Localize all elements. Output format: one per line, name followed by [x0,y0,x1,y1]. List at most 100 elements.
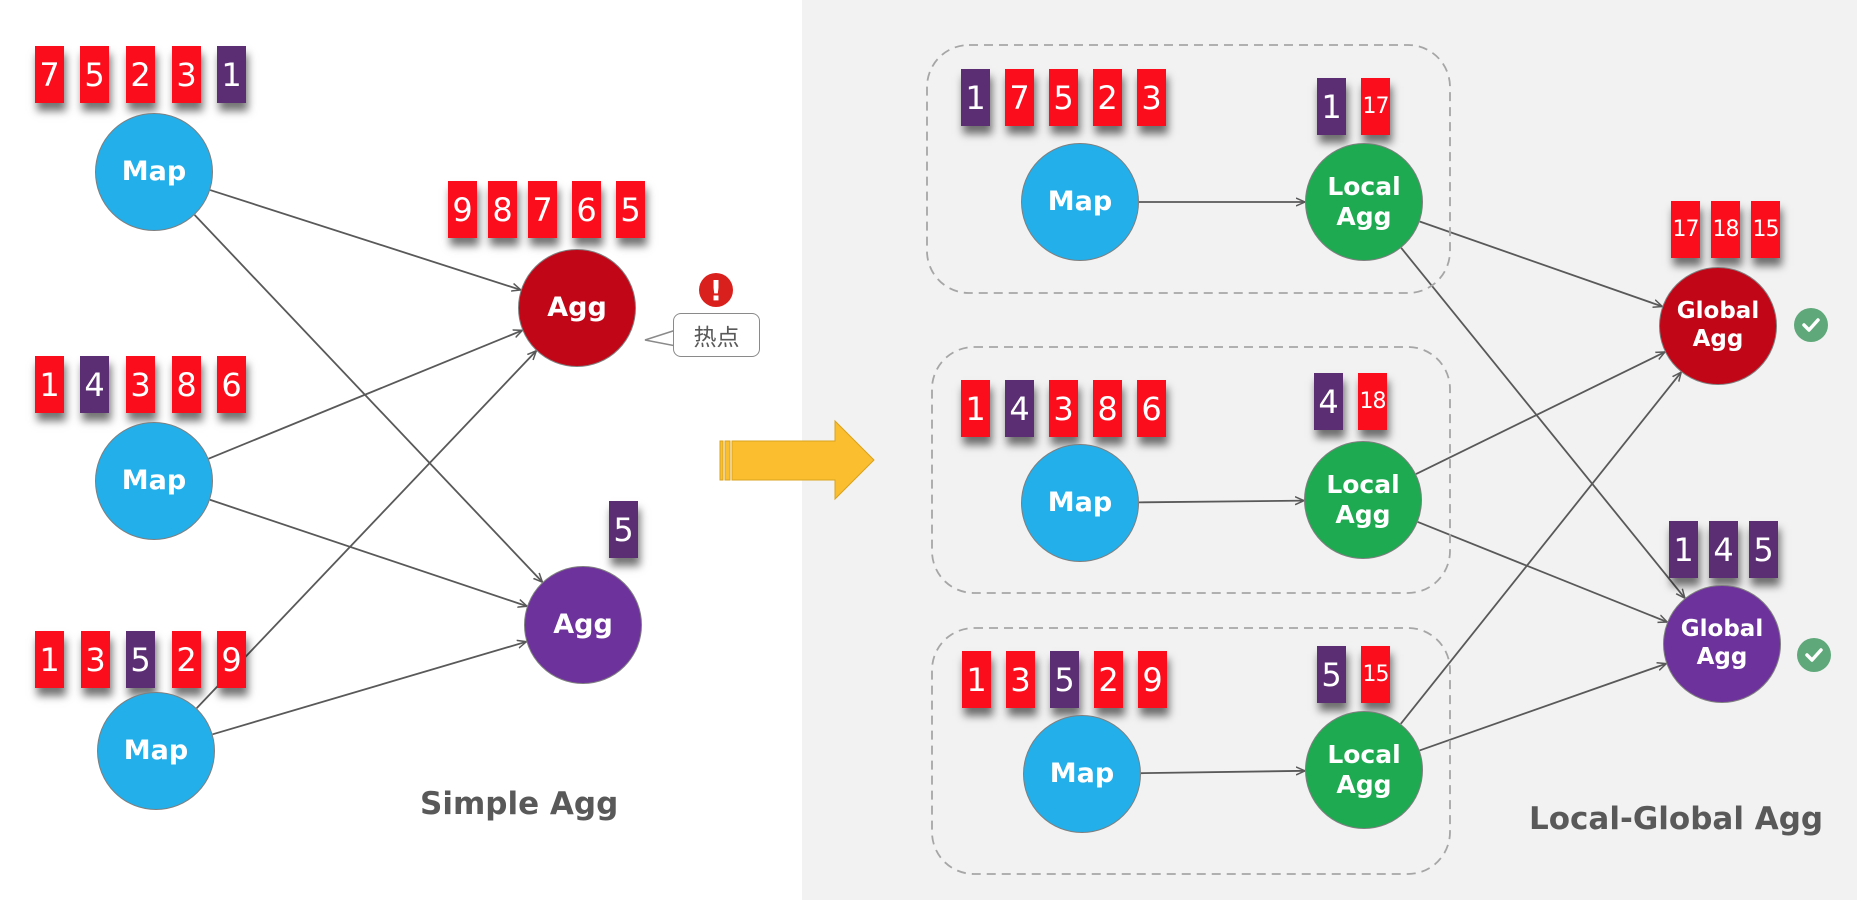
key-badge: 9 [217,631,246,688]
local-agg-node-label: Local [1327,740,1401,769]
key-badge: 5 [1050,651,1079,708]
map-node: Map [1021,444,1139,562]
global-agg-node-label: Agg [1692,326,1744,352]
shuffle-edge [209,498,527,606]
local-to-global-edge [1417,521,1667,622]
local-agg-node-label: Local [1327,172,1401,201]
task-group-box [926,44,1451,294]
key-badge: 3 [1137,69,1166,126]
agg-node-hotspot: Agg [518,249,636,367]
key-badge: 18 [1358,373,1387,430]
hotspot-callout: 热点 [673,313,760,357]
key-badge: 5 [609,501,638,558]
key-badge: 15 [1361,646,1390,703]
local-agg-node-label: Local [1326,470,1400,499]
simple-agg-title: Simple Agg [420,786,619,822]
map-node: Map [1021,143,1139,261]
key-badge: 1 [217,46,246,103]
key-badge: 4 [80,356,109,413]
local-agg-node-label: Agg [1336,770,1392,799]
key-badge: 7 [528,181,557,238]
map-to-local-edge [1138,501,1304,503]
global-agg-node-label: Global [1680,616,1764,643]
arrow-right-icon [719,419,875,501]
key-badge: 6 [1137,380,1166,437]
exclamation-icon: ! [699,273,733,307]
key-badge: 8 [1093,380,1122,437]
key-badge: 4 [1314,373,1343,430]
key-badge: 3 [126,356,155,413]
key-badge: 5 [80,46,109,103]
key-badge: 17 [1361,78,1390,135]
map-node: Map [97,692,215,810]
key-badge: 2 [126,46,155,103]
map-node-label: Map [1047,185,1113,217]
key-badge: 5 [1749,521,1778,578]
local-agg-node-label: Agg [1336,202,1392,231]
global-agg-node-label: Global [1676,298,1760,325]
key-badge: 1 [961,380,990,437]
agg-node-label: Agg [553,608,613,640]
key-badge: 6 [572,181,601,238]
shuffle-edge [193,214,543,582]
shuffle-edge [209,189,521,290]
key-badge: 1 [961,69,990,126]
local-to-global-edge [1415,352,1665,475]
task-group-box [931,627,1451,875]
key-badge: 2 [1094,651,1123,708]
key-badge: 3 [172,46,201,103]
check-circle-icon [1794,308,1828,342]
key-badge: 9 [1138,651,1167,708]
key-badge: 2 [1093,69,1122,126]
key-badge: 1 [35,631,64,688]
key-badge: 3 [81,631,110,688]
key-badge: 1 [1669,521,1698,578]
task-group-box [931,346,1451,594]
local-to-global-edge [1419,664,1667,752]
key-badge: 5 [126,631,155,688]
local-agg-node-label: Agg [1335,500,1391,529]
key-badge: 4 [1005,380,1034,437]
map-node: Map [95,422,213,540]
key-badge: 8 [172,356,201,413]
map-node-label: Map [1047,486,1113,518]
key-badge: 9 [448,181,477,238]
global-agg-node-label: Agg [1696,644,1748,670]
key-badge: 6 [217,356,246,413]
map-node-label: Map [121,155,187,187]
check-circle-icon [1797,638,1831,672]
key-badge: 17 [1671,201,1700,258]
key-badge: 1 [1317,78,1346,135]
local-to-global-edge [1400,372,1681,725]
key-badge: 1 [962,651,991,708]
map-node-label: Map [121,464,187,496]
shuffle-edge [212,642,527,736]
key-badge: 15 [1751,201,1780,258]
key-badge: 3 [1049,380,1078,437]
key-badge: 7 [1005,69,1034,126]
local-to-global-edge [1419,220,1663,307]
key-badge: 18 [1711,201,1740,258]
key-badge: 5 [616,181,645,238]
local-global-agg-title: Local-Global Agg [1529,801,1824,837]
agg-node: Agg [524,566,642,684]
map-to-local-edge [1140,771,1305,773]
map-node-label: Map [123,734,189,766]
shuffle-edge [195,351,537,709]
key-badge: 3 [1006,651,1035,708]
map-node: Map [95,113,213,231]
key-badge: 4 [1709,521,1738,578]
map-node: Map [1023,715,1141,833]
map-node-label: Map [1049,757,1115,789]
agg-node-hotspot-label: Agg [547,291,607,323]
key-badge: 5 [1049,69,1078,126]
key-badge: 1 [35,356,64,413]
key-badge: 7 [35,46,64,103]
hotspot-label: 热点 [693,325,740,351]
